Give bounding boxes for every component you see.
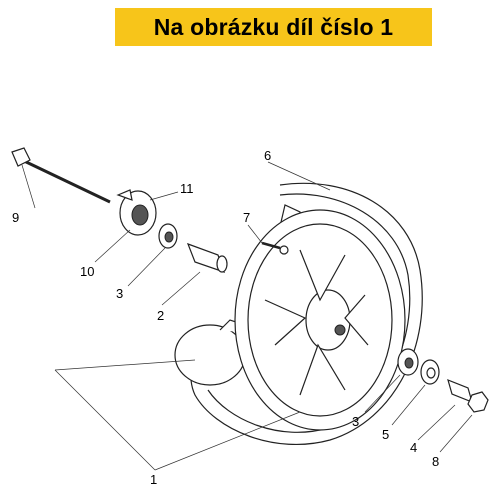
callout-11: 11 (180, 181, 194, 196)
callout-3-left: 3 (116, 286, 123, 301)
part-number-banner: Na obrázku díl číslo 1 (115, 8, 432, 46)
callout-5: 5 (382, 427, 389, 442)
callout-8: 8 (432, 454, 439, 469)
banner-text: Na obrázku díl číslo 1 (153, 13, 394, 40)
axle (11, 147, 111, 204)
valve-stem (261, 241, 289, 255)
bearing-left (158, 223, 178, 249)
callout-2: 2 (157, 308, 164, 323)
callout-7: 7 (243, 210, 250, 225)
callout-3-right: 3 (352, 414, 359, 429)
callout-10: 10 (80, 264, 94, 279)
spacer-collar (186, 242, 228, 273)
callout-9: 9 (12, 210, 19, 225)
leader-lines (21, 161, 473, 471)
bearing-right (397, 348, 419, 376)
callout-6: 6 (264, 148, 271, 163)
rim (234, 209, 406, 431)
speedometer-gear-unit (116, 189, 157, 236)
collar (447, 378, 473, 404)
callout-4: 4 (410, 440, 417, 455)
callout-1: 1 (150, 472, 157, 487)
axle-nut (467, 391, 489, 413)
oil-seal (420, 359, 440, 385)
